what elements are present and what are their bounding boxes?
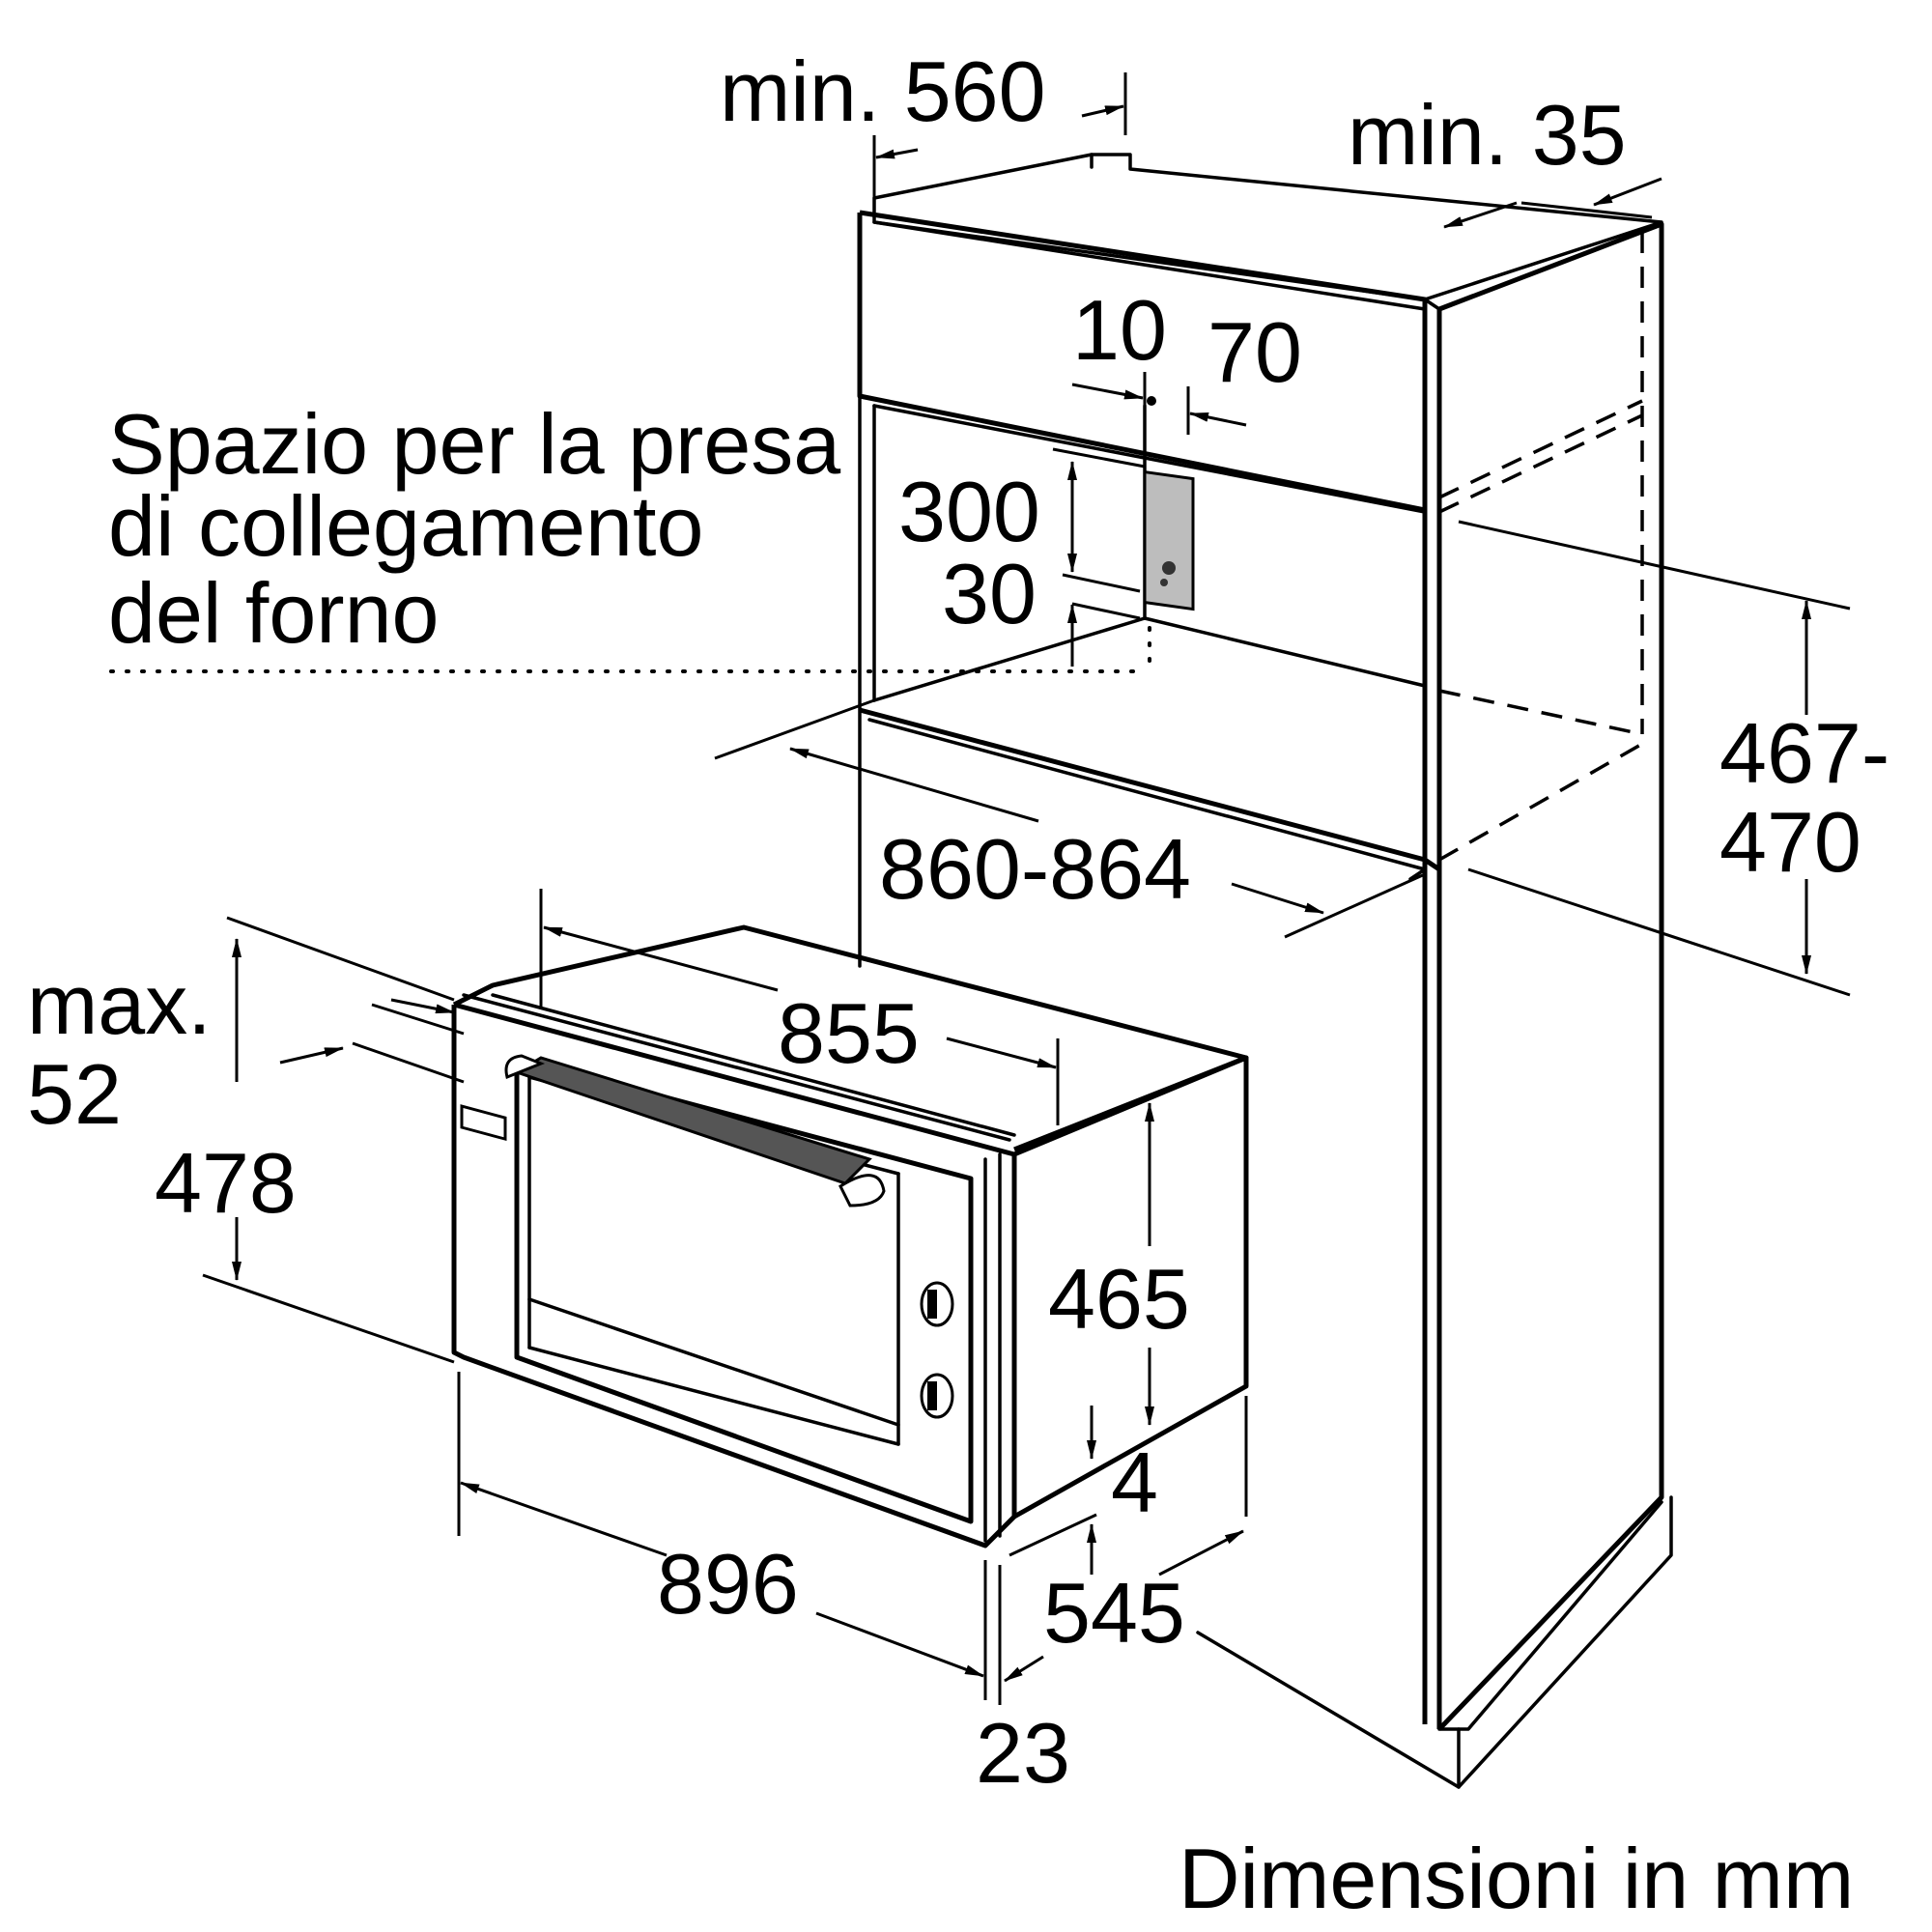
label-socket-line-3: del forno: [108, 565, 439, 661]
label-socket-line-2: di collegamento: [108, 478, 703, 574]
dimension-lines: [109, 72, 1851, 1705]
label-70: 70: [1208, 304, 1302, 400]
label-860-864: 860-864: [879, 821, 1191, 917]
label-478: 478: [155, 1135, 297, 1231]
label-300: 300: [898, 464, 1040, 559]
label-896: 896: [657, 1536, 799, 1632]
label-10: 10: [1072, 282, 1167, 378]
label-52: 52: [27, 1046, 122, 1142]
oven: [451, 924, 1249, 1548]
label-min-35: min. 35: [1348, 87, 1627, 183]
label-465: 465: [1048, 1251, 1190, 1347]
label-4: 4: [1111, 1435, 1158, 1530]
label-467: 467-: [1719, 705, 1889, 801]
label-min-560: min. 560: [720, 43, 1046, 139]
label-socket-line-1: Spazio per la presa: [108, 396, 840, 492]
label-855: 855: [778, 985, 920, 1081]
label-545: 545: [1043, 1565, 1185, 1661]
label-30: 30: [942, 546, 1037, 641]
label-units: Dimensioni in mm: [1179, 1831, 1854, 1926]
label-23: 23: [976, 1705, 1070, 1801]
label-470: 470: [1719, 794, 1861, 890]
label-max: max.: [27, 956, 212, 1052]
labels: min. 560 min. 35 10 70 300 30 Spazio per…: [27, 43, 1889, 1926]
